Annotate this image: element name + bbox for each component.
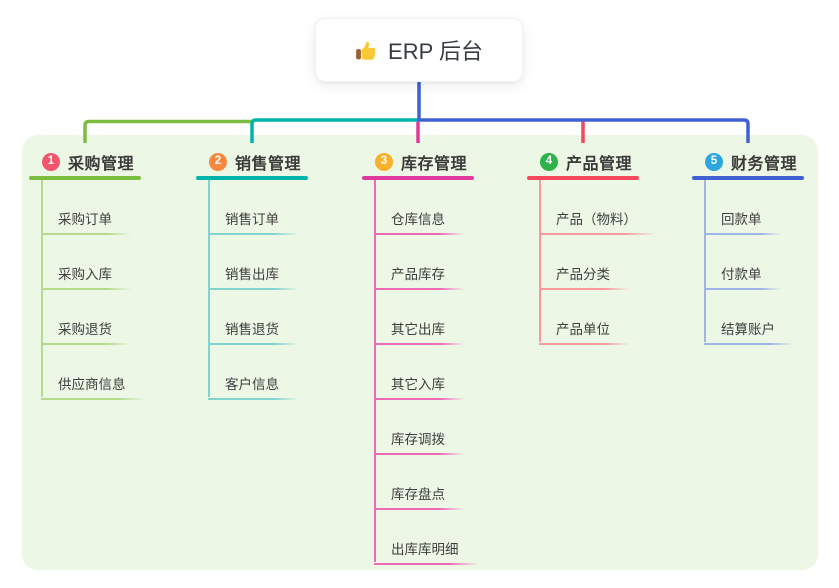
children-connector-line bbox=[208, 180, 210, 397]
child-node-row: 供应商信息 bbox=[41, 345, 146, 400]
child-node-row: 销售退货 bbox=[208, 290, 308, 345]
child-node-row: 销售订单 bbox=[208, 180, 308, 235]
child-node-row: 产品库存 bbox=[374, 235, 474, 290]
branch-children: 回款单付款单结算账户 bbox=[704, 180, 804, 345]
child-node[interactable]: 采购订单 bbox=[41, 212, 132, 235]
branch-title[interactable]: 2 销售管理 bbox=[196, 151, 308, 173]
branch-children: 仓库信息产品库存其它出库其它入库库存调拨库存盘点出库库明细 bbox=[374, 180, 479, 565]
branch-column: 2 销售管理 销售订单销售出库销售退货客户信息 bbox=[196, 151, 308, 400]
child-node-row: 采购入库 bbox=[41, 235, 141, 290]
branch-number-badge: 3 bbox=[375, 153, 393, 171]
branch-title[interactable]: 1 采购管理 bbox=[29, 151, 141, 173]
child-node[interactable]: 销售出库 bbox=[208, 267, 299, 290]
branch-title-label: 采购管理 bbox=[68, 156, 135, 173]
children-connector-line bbox=[539, 180, 541, 342]
child-node-row: 产品（物料） bbox=[539, 180, 657, 235]
children-connector-line bbox=[374, 180, 376, 562]
children-connector-line bbox=[41, 180, 43, 397]
thumbs-up-icon bbox=[355, 39, 378, 62]
branch-title-label: 销售管理 bbox=[235, 156, 302, 173]
child-node[interactable]: 出库库明细 bbox=[374, 542, 479, 565]
branch-title[interactable]: 3 库存管理 bbox=[362, 151, 474, 173]
child-node-row: 采购订单 bbox=[41, 180, 141, 235]
child-node[interactable]: 产品分类 bbox=[539, 267, 630, 290]
branch-number-badge: 5 bbox=[705, 153, 723, 171]
branch-column: 1 采购管理 采购订单采购入库采购退货供应商信息 bbox=[29, 151, 146, 400]
branch-number-badge: 1 bbox=[42, 153, 60, 171]
branch-column: 3 库存管理 仓库信息产品库存其它出库其它入库库存调拨库存盘点出库库明细 bbox=[362, 151, 479, 565]
branch-underline bbox=[196, 176, 308, 180]
branch-title[interactable]: 5 财务管理 bbox=[692, 151, 804, 173]
branch-title-label: 库存管理 bbox=[401, 156, 468, 173]
child-node[interactable]: 仓库信息 bbox=[374, 212, 465, 235]
branch-children: 销售订单销售出库销售退货客户信息 bbox=[208, 180, 308, 400]
child-node-row: 销售出库 bbox=[208, 235, 308, 290]
child-node-row: 付款单 bbox=[704, 235, 804, 290]
child-node[interactable]: 结算账户 bbox=[704, 322, 795, 345]
branch-title-label: 财务管理 bbox=[731, 156, 798, 173]
child-node[interactable]: 产品库存 bbox=[374, 267, 465, 290]
branch-number-badge: 4 bbox=[540, 153, 558, 171]
branch-underline bbox=[527, 176, 639, 180]
branch-number-badge: 2 bbox=[209, 153, 227, 171]
child-node-row: 库存调拨 bbox=[374, 400, 474, 455]
child-node[interactable]: 采购入库 bbox=[41, 267, 132, 290]
child-node[interactable]: 销售订单 bbox=[208, 212, 299, 235]
branch-children: 采购订单采购入库采购退货供应商信息 bbox=[41, 180, 146, 400]
branch-column: 4 产品管理 产品（物料） 产品分类产品单位 bbox=[527, 151, 657, 345]
child-node-row: 其它入库 bbox=[374, 345, 474, 400]
root-title: ERP 后台 bbox=[388, 39, 483, 64]
child-node-row: 采购退货 bbox=[41, 290, 141, 345]
child-node[interactable]: 其它出库 bbox=[374, 322, 465, 345]
branch-title-label: 产品管理 bbox=[566, 156, 633, 173]
child-node[interactable]: 供应商信息 bbox=[41, 377, 146, 400]
child-node[interactable]: 销售退货 bbox=[208, 322, 299, 345]
child-node[interactable]: 其它入库 bbox=[374, 377, 465, 400]
children-connector-line bbox=[704, 180, 706, 342]
branch-underline bbox=[362, 176, 474, 180]
child-node-row: 仓库信息 bbox=[374, 180, 474, 235]
child-node-row: 其它出库 bbox=[374, 290, 474, 345]
child-node-row: 回款单 bbox=[704, 180, 804, 235]
branch-underline bbox=[29, 176, 141, 180]
child-node-row: 出库库明细 bbox=[374, 510, 479, 565]
child-node[interactable]: 客户信息 bbox=[208, 377, 299, 400]
child-node-row: 客户信息 bbox=[208, 345, 308, 400]
child-node-row: 结算账户 bbox=[704, 290, 804, 345]
branch-children: 产品（物料） 产品分类产品单位 bbox=[539, 180, 657, 345]
child-node[interactable]: 库存盘点 bbox=[374, 487, 465, 510]
child-node-row: 库存盘点 bbox=[374, 455, 474, 510]
branch-title[interactable]: 4 产品管理 bbox=[527, 151, 639, 173]
branch-column: 5 财务管理 回款单付款单结算账户 bbox=[692, 151, 804, 345]
child-node[interactable]: 回款单 bbox=[704, 212, 782, 235]
branch-underline bbox=[692, 176, 804, 180]
child-node-row: 产品分类 bbox=[539, 235, 639, 290]
child-node[interactable]: 采购退货 bbox=[41, 322, 132, 345]
child-node[interactable]: 产品单位 bbox=[539, 322, 630, 345]
child-node-row: 产品单位 bbox=[539, 290, 639, 345]
child-node[interactable]: 库存调拨 bbox=[374, 432, 465, 455]
child-node[interactable]: 产品（物料） bbox=[539, 212, 657, 235]
root-node[interactable]: ERP 后台 bbox=[315, 18, 523, 82]
child-node[interactable]: 付款单 bbox=[704, 267, 782, 290]
